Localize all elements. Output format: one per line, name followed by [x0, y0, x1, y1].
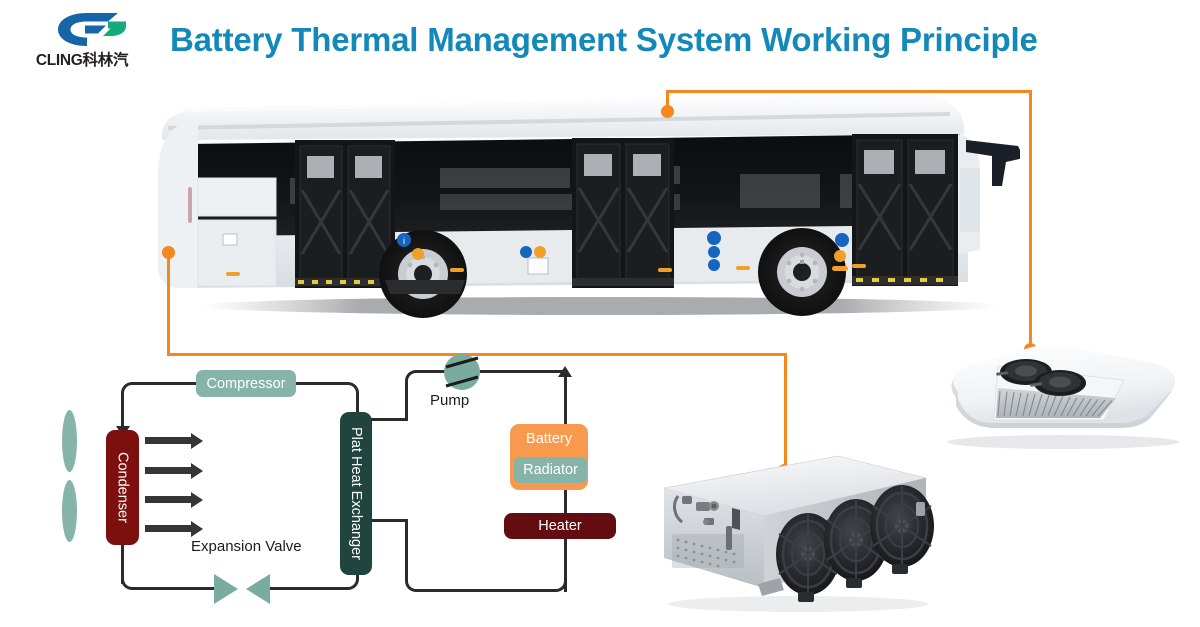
pipe-compressor-in	[137, 382, 199, 385]
node-battery-label: Battery	[526, 431, 572, 447]
company-logo: CLING科林汽	[22, 10, 142, 72]
battery-unit-photo	[663, 455, 934, 612]
pipe-from-expansion-valve	[270, 587, 343, 590]
pump-blade-lines	[445, 356, 479, 388]
callout-line-roof-up	[666, 90, 669, 108]
pipe-corner-top-right	[341, 382, 359, 400]
pipe-phe-to-coolant-bottom	[371, 519, 407, 522]
node-heater-label: Heater	[538, 518, 582, 534]
node-compressor-label: Compressor	[206, 375, 286, 392]
expansion-valve-left-triangle	[214, 573, 238, 604]
callout-line-roof-drop	[1029, 90, 1032, 348]
page-title: Battery Thermal Management System Workin…	[170, 14, 1190, 66]
coolant-corner-bottom-left	[405, 574, 423, 592]
pipe-pump-right	[480, 370, 566, 373]
node-radiator[interactable]: Radiator	[514, 457, 587, 483]
pipe-phe-to-coolant-top	[371, 418, 407, 421]
node-condenser[interactable]: Condenser	[106, 430, 139, 545]
airflow-arrow-4	[145, 520, 203, 537]
condenser-fan-blade-top	[62, 410, 77, 472]
pipe-condenser-feed	[121, 396, 124, 430]
pipe-coolant-return-rise	[405, 519, 408, 576]
pipe-compressor-out	[295, 382, 343, 385]
node-heater[interactable]: Heater	[504, 513, 616, 539]
pipe-pump-left	[421, 370, 446, 373]
cling-logo-icon	[58, 13, 126, 46]
airflow-arrow-3	[145, 491, 203, 508]
pipe-condenser-out	[121, 542, 124, 584]
airflow-arrow-1	[145, 432, 203, 449]
bus-photo: i	[158, 94, 1020, 318]
pipe-corner-bottom-right	[341, 572, 359, 590]
pipe-coolant-rise	[405, 384, 408, 421]
logo-wordmark-text: CLING科林汽	[35, 52, 129, 69]
node-radiator-label: Radiator	[523, 462, 578, 478]
coolant-corner-bottom-right	[549, 574, 567, 592]
pipe-to-expansion-valve	[137, 587, 215, 590]
rooftop-ac-photo	[947, 344, 1179, 449]
callout-dot-bus-roof	[661, 105, 674, 118]
pipe-corner-bottom-left	[121, 572, 139, 590]
page-title-text: Battery Thermal Management System Workin…	[170, 21, 1038, 58]
callout-line-roof-horizontal	[666, 90, 1032, 93]
pipe-phe-top-drop	[356, 396, 359, 418]
pipe-coolant-return	[423, 589, 551, 592]
node-phe-label: Plat Heat Exchanger	[348, 427, 364, 560]
node-plat-heat-exchanger[interactable]: Plat Heat Exchanger	[340, 412, 372, 575]
condenser-fan-blade-bottom	[62, 480, 77, 542]
expansion-valve-label: Expansion Valve	[191, 538, 302, 555]
callout-line-front-vertical	[167, 252, 170, 355]
pipe-corner-top-left	[121, 382, 139, 400]
logo-wordmark: CLING科林汽	[22, 50, 142, 69]
callout-line-front-horizontal	[167, 353, 787, 356]
svg-text:i: i	[403, 236, 405, 246]
callout-line-front-drop	[784, 353, 787, 471]
thermal-loop-schematic: Condenser Compressor Plat Heat Exchanger…	[55, 352, 635, 620]
airflow-arrow-2	[145, 462, 203, 479]
node-condenser-label: Condenser	[114, 452, 131, 523]
expansion-valve-right-triangle	[246, 573, 270, 604]
coolant-corner-top-left	[405, 370, 423, 388]
node-compressor[interactable]: Compressor	[196, 370, 296, 397]
pump-label: Pump	[430, 392, 470, 409]
